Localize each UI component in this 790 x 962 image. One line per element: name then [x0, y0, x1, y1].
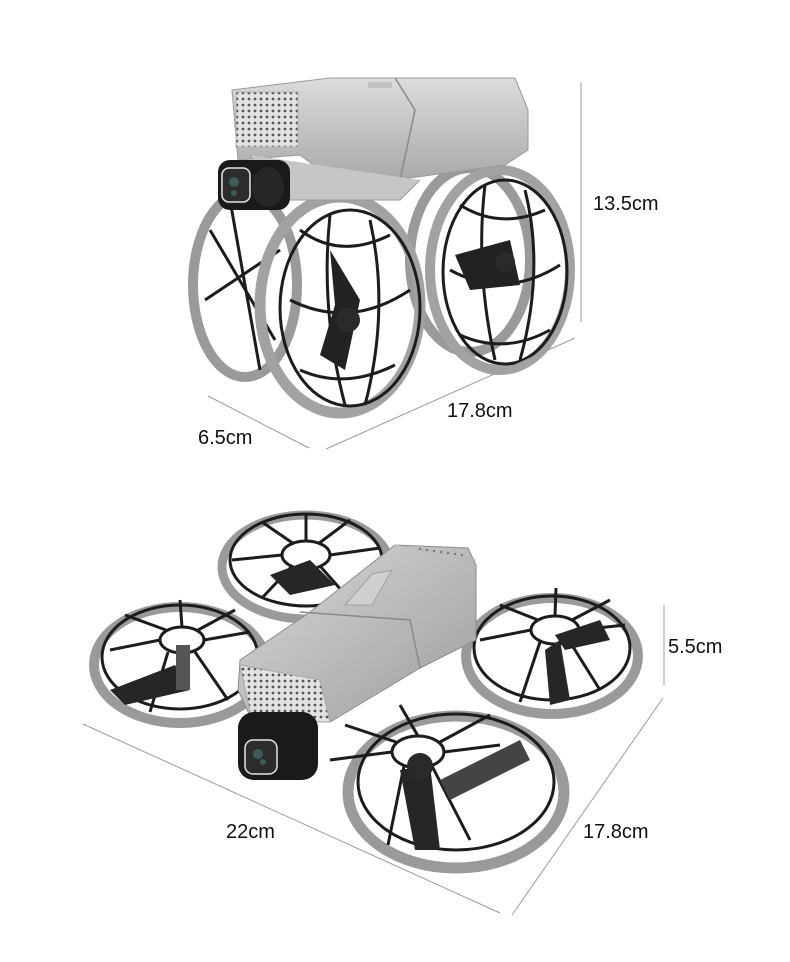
cage-rear-right: [461, 587, 643, 719]
unfolded-drone-illustration: [89, 510, 643, 874]
label-unfolded-width: 17.8cm: [583, 821, 649, 843]
cage-front-left: [89, 599, 271, 728]
camera-gimbal: [218, 160, 290, 210]
drone-body-folded: [231, 77, 529, 201]
dimension-line-length-unfolded: [82, 723, 501, 914]
label-unfolded-height: 5.5cm: [668, 636, 723, 658]
cage-front-right: [329, 704, 570, 874]
front-left-cage: [254, 191, 426, 419]
dimension-line-length: [325, 337, 576, 450]
label-folded-height: 13.5cm: [593, 193, 659, 215]
dimension-line-width: [207, 395, 310, 449]
front-right-cage: [425, 165, 575, 375]
label-folded-width: 6.5cm: [198, 427, 253, 449]
label-unfolded-length: 22cm: [226, 821, 275, 843]
camera-gimbal-unfolded: [238, 712, 318, 780]
label-folded-length: 17.8cm: [447, 400, 513, 422]
folded-drone-illustration: [188, 77, 575, 419]
drone-body-unfolded: [237, 544, 477, 723]
dimension-line-width-unfolded: [511, 697, 664, 916]
status-led-dots: [418, 547, 464, 557]
